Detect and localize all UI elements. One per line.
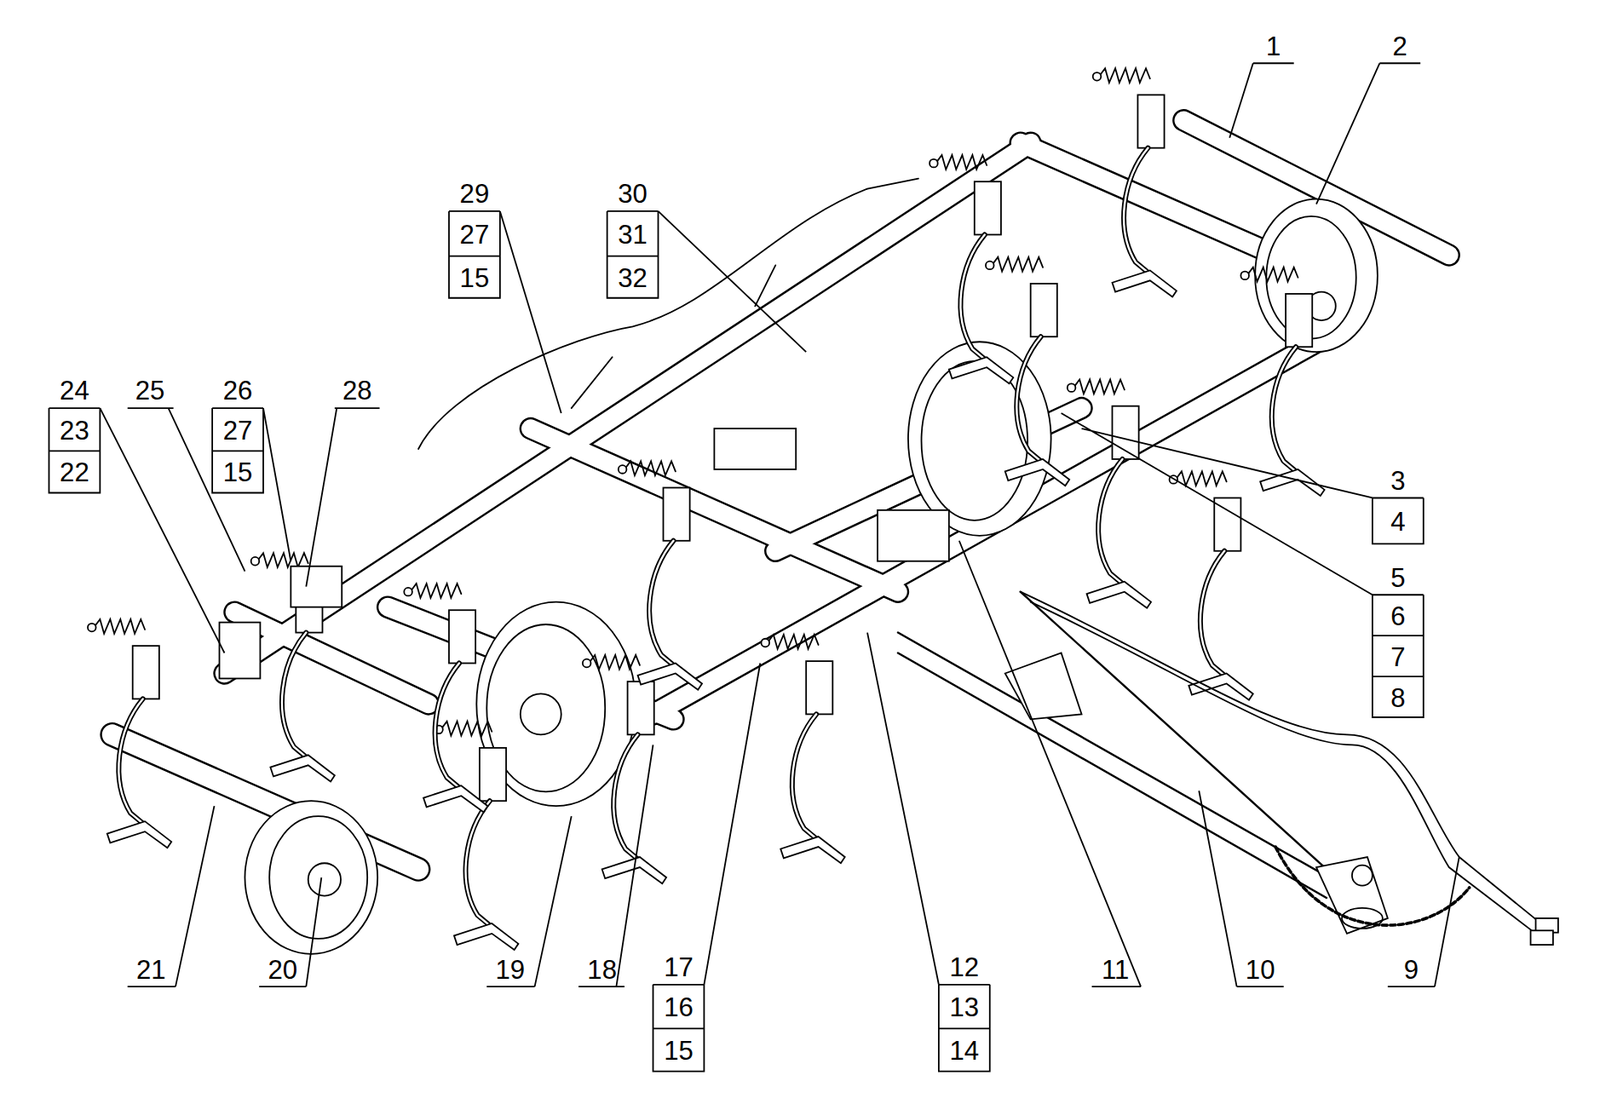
callout-number: 20 [267, 954, 298, 985]
callout-number: 24 [59, 375, 90, 407]
callout-number: 6 [1390, 600, 1405, 632]
callout-number: 15 [460, 262, 490, 294]
callout-number: 7 [1390, 641, 1405, 673]
callout-number: 10 [1245, 954, 1276, 985]
callout-number: 1 [1266, 30, 1281, 62]
callout-number: 12 [949, 951, 980, 983]
callout-number: 15 [223, 457, 254, 489]
callout-number: 27 [223, 414, 254, 446]
callout-number: 28 [342, 375, 373, 407]
callout-number: 21 [136, 954, 167, 985]
callout-number: 8 [1390, 682, 1405, 714]
callout-number: 23 [59, 414, 90, 446]
callout-number: 32 [617, 262, 648, 294]
callout-number: 4 [1390, 506, 1405, 537]
callout-number: 25 [135, 375, 166, 407]
callout-number: 17 [663, 951, 694, 983]
callout-number: 9 [1404, 954, 1419, 985]
callout-number: 30 [617, 178, 648, 210]
callout-number: 2 [1392, 30, 1408, 62]
callout-number: 26 [223, 375, 254, 407]
callout-number: 3 [1390, 465, 1405, 496]
callout-number: 19 [495, 954, 526, 985]
callout-number: 14 [949, 1035, 980, 1067]
callout-number: 15 [663, 1035, 694, 1067]
callout-number: 16 [663, 991, 694, 1023]
callout-number: 5 [1390, 562, 1405, 593]
callout-number: 18 [587, 954, 617, 985]
callout-number: 13 [949, 991, 980, 1023]
callout-number: 22 [59, 457, 90, 489]
callout-number: 11 [1101, 954, 1129, 985]
callout-number: 29 [460, 178, 490, 210]
callout-number: 27 [460, 219, 490, 251]
callout-number: 31 [617, 219, 648, 251]
